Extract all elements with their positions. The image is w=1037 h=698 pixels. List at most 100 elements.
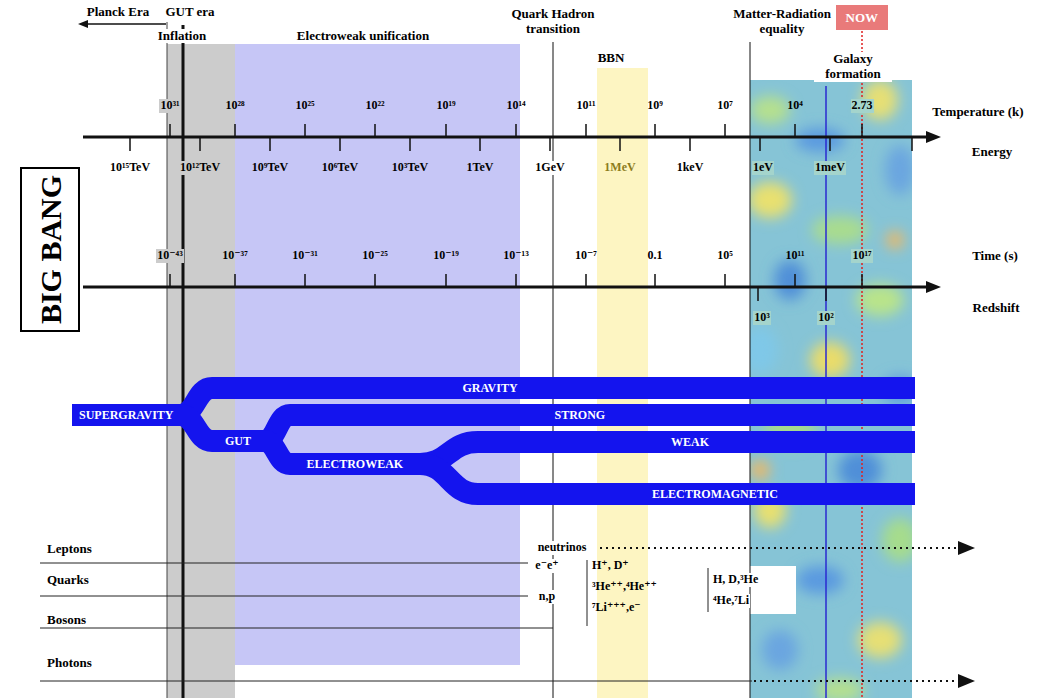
force-band: ELECTROWEAK (290, 453, 420, 475)
planck-line (167, 22, 168, 698)
energy-tick-label: 1eV (752, 161, 774, 175)
force-name: GRAVITY (463, 382, 518, 395)
tick-mark (549, 137, 551, 151)
era-label: Quark Hadron transition (505, 7, 601, 37)
force-name: GUT (225, 435, 251, 448)
time-tick-label: 10⁻²⁵ (361, 249, 389, 263)
redshift-tick-label: 10³ (753, 311, 771, 325)
energy-tick-label: 10¹²TeV (179, 161, 221, 175)
era-label: Planck Era (86, 5, 150, 20)
time-tick-label: 10⁻⁴³ (156, 249, 184, 263)
cmb-blob (750, 326, 778, 374)
temperature-tick-label: 2.73 (851, 99, 874, 113)
tick-mark (234, 124, 236, 137)
force-band: ELECTROMAGNETIC (478, 483, 915, 505)
cmb-blob (885, 145, 912, 195)
nuclei-patch (706, 566, 796, 614)
dotted-arrowhead (958, 674, 975, 688)
tick-mark (757, 287, 759, 301)
force-band: GUT (212, 430, 264, 452)
axis-title: Redshift (972, 301, 1021, 316)
tick-mark (374, 124, 376, 137)
tick-mark (445, 124, 447, 137)
big-bang-text: BIG BANG (34, 174, 67, 323)
neutrino-dotted-line (600, 547, 958, 549)
tick-mark (724, 274, 726, 287)
force-branch (420, 464, 478, 494)
temperature-tick-label: 10²⁵ (294, 99, 315, 113)
row-line (40, 628, 553, 629)
particle-label: n,p (538, 590, 556, 604)
tick-mark (619, 137, 621, 151)
cmb-blob (795, 128, 845, 152)
tick-mark (339, 137, 341, 151)
cmb-blob (886, 231, 904, 249)
energy-axis (83, 136, 928, 139)
planck-arrowhead (78, 20, 88, 28)
tick-mark (825, 287, 827, 301)
force-branch (264, 441, 290, 464)
energy-tick-label: 10⁹TeV (251, 161, 290, 175)
atom-label: ⁴He,⁷Li (712, 594, 750, 608)
cmb-blob (750, 96, 790, 124)
time-tick-label: 10⁵ (716, 249, 734, 263)
force-branch (180, 415, 212, 441)
big-bang-box: BIG BANG (20, 167, 80, 332)
tick-mark (861, 274, 863, 287)
force-name: SUPERGRAVITY (79, 409, 173, 422)
cmb-blob (858, 622, 902, 658)
ion-label: ³He⁺⁺,⁴He⁺⁺ (591, 580, 658, 594)
particle-row-label: Bosons (46, 613, 87, 628)
force-name: ELECTROWEAK (307, 458, 404, 471)
era-label: GUT era (164, 5, 215, 20)
cmb-blob (796, 566, 844, 594)
force-band: GRAVITY (212, 377, 915, 399)
time-tick-label: 10⁻³¹ (291, 249, 319, 263)
tick-mark (689, 137, 691, 151)
tick-mark (479, 137, 481, 151)
inflation-line (182, 25, 185, 698)
tick-mark (654, 124, 656, 137)
tick-mark (199, 137, 201, 151)
tick-mark (515, 274, 517, 287)
tick-mark (829, 137, 831, 151)
era-label: Galaxy formation (814, 52, 892, 82)
energy-tick-label: 1GeV (534, 161, 565, 175)
time-tick-label: 10⁻¹⁹ (432, 249, 460, 263)
temperature-tick-label: 10⁷ (716, 99, 734, 113)
time-tick-label: 10⁻³⁷ (221, 249, 249, 263)
axis-title: Time (s) (971, 249, 1019, 264)
energy-tick-label: 10¹⁵TeV (109, 161, 151, 175)
cmb-blob (882, 518, 912, 562)
tick-mark (794, 274, 796, 287)
tick-marks (130, 124, 912, 301)
time-tick-label: 10⁻¹³ (502, 249, 530, 263)
time-tick-label: 10¹⁷ (851, 249, 872, 263)
tick-mark (304, 274, 306, 287)
axis-title: Energy (971, 145, 1013, 160)
dotted-arrowhead (958, 541, 975, 555)
tick-mark (585, 124, 587, 137)
particle-row-label: Photons (46, 656, 93, 671)
temperature-tick-label: 10¹¹ (575, 99, 596, 113)
atom-label: H, D,³He (712, 573, 759, 587)
era-label: BBN (597, 51, 626, 66)
temperature-tick-label: 10⁴ (786, 99, 804, 113)
photon-dotted-line (754, 680, 958, 682)
cmb-blob (750, 182, 792, 218)
axis-arrowhead (926, 131, 941, 143)
energy-tick-label: 1meV (814, 161, 846, 175)
tick-mark (759, 137, 761, 151)
tick-mark (724, 124, 726, 137)
energy-tick-label: 1MeV (603, 161, 636, 175)
temperature-tick-label: 10¹⁴ (505, 99, 526, 113)
temperature-tick-label: 10¹⁹ (435, 99, 456, 113)
temperature-tick-label: 10⁹ (646, 99, 664, 113)
force-name: ELECTROMAGNETIC (652, 488, 778, 501)
particle-label: neutrinos (537, 541, 588, 555)
temperature-tick-label: 10²⁸ (224, 99, 245, 113)
tick-mark (585, 274, 587, 287)
time-axis (83, 286, 928, 289)
force-band: WEAK (478, 431, 915, 453)
planck-arrow-line (86, 23, 166, 25)
